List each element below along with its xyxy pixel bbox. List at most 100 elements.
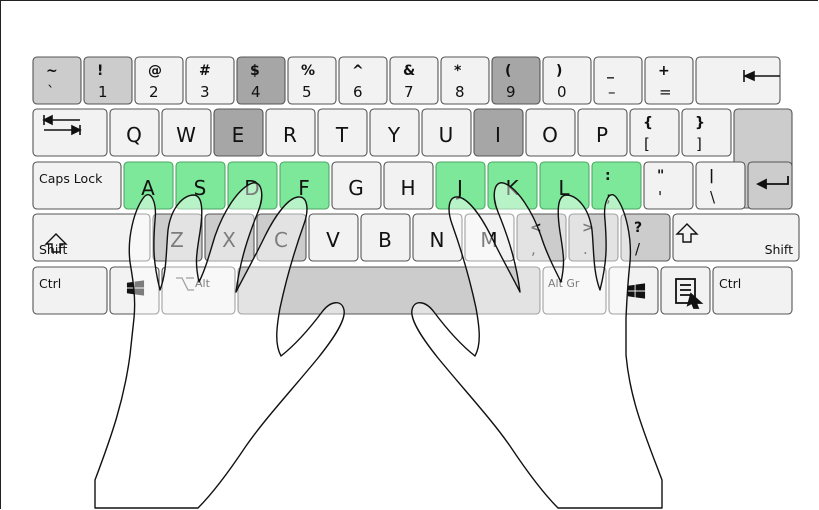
- key-w[interactable]: W: [161, 108, 212, 157]
- key-minus[interactable]: _–: [593, 56, 643, 105]
- key-period-top-label: >: [582, 220, 594, 236]
- key-slash-top-label: ?: [634, 220, 642, 236]
- key-l[interactable]: L: [539, 161, 590, 210]
- key-comma-top-label: <: [530, 220, 542, 236]
- key-c[interactable]: C: [256, 213, 307, 262]
- key-quote-top-label: ": [657, 168, 664, 184]
- key-6[interactable]: ^6: [338, 56, 388, 105]
- key-tilde[interactable]: ~`: [32, 56, 82, 105]
- key-rbracket-bottom-label: ]: [696, 135, 702, 153]
- key-b-label: B: [378, 228, 392, 252]
- key-enter-arrow[interactable]: [747, 161, 793, 210]
- key-3-top-label: #: [199, 63, 211, 79]
- key-ctrl-right[interactable]: Ctrl: [712, 266, 793, 315]
- key-i-cap: [473, 108, 524, 157]
- key-9[interactable]: (9: [491, 56, 541, 105]
- key-rbracket[interactable]: }]: [681, 108, 732, 157]
- right-hand-outline: [411, 182, 663, 509]
- key-tilde-top-label: ~: [46, 63, 58, 79]
- left-hand-outline: [94, 182, 345, 509]
- key-1[interactable]: !1: [83, 56, 133, 105]
- key-quote-cap: [643, 161, 694, 210]
- key-5-cap: [287, 56, 337, 105]
- key-n[interactable]: N: [412, 213, 463, 262]
- key-x[interactable]: X: [204, 213, 255, 262]
- key-backspace[interactable]: [695, 56, 781, 105]
- key-f[interactable]: F: [279, 161, 330, 210]
- key-rbracket-cap: [681, 108, 732, 157]
- key-space[interactable]: [237, 266, 541, 315]
- key-3-cap: [185, 56, 235, 105]
- key-enter-arrow-cap: [747, 161, 793, 210]
- key-equals-top-label: +: [658, 63, 670, 79]
- key-f-label: F: [298, 176, 310, 200]
- key-2[interactable]: @2: [134, 56, 184, 105]
- key-e[interactable]: E: [213, 108, 264, 157]
- key-quote[interactable]: "': [643, 161, 694, 210]
- key-y[interactable]: Y: [369, 108, 420, 157]
- key-m[interactable]: M: [464, 213, 515, 262]
- key-backslash-bottom-label: \: [710, 188, 716, 206]
- key-7[interactable]: &7: [389, 56, 439, 105]
- key-caps-lock[interactable]: Caps Lock: [32, 161, 122, 210]
- key-o[interactable]: O: [525, 108, 576, 157]
- key-u-cap: [421, 108, 472, 157]
- key-ctrl-left-label: Ctrl: [39, 276, 61, 291]
- key-backslash-cap: [695, 161, 746, 210]
- key-y-cap: [369, 108, 420, 157]
- key-slash[interactable]: ?/: [620, 213, 671, 262]
- key-backspace-cap: [695, 56, 781, 105]
- key-s-label: S: [194, 176, 207, 200]
- key-minus-bottom-label: –: [608, 83, 616, 101]
- key-h-label: H: [400, 176, 415, 200]
- key-r-cap: [265, 108, 316, 157]
- key-minus-cap: [593, 56, 643, 105]
- key-q[interactable]: Q: [109, 108, 160, 157]
- key-altgr-label: Alt Gr: [548, 277, 580, 290]
- key-4[interactable]: $4: [236, 56, 286, 105]
- key-0-top-label: ): [556, 63, 562, 79]
- key-g-label: G: [348, 176, 364, 200]
- key-z[interactable]: Z: [152, 213, 203, 262]
- key-u[interactable]: U: [421, 108, 472, 157]
- key-equals-bottom-label: =: [659, 83, 672, 101]
- key-p[interactable]: P: [577, 108, 628, 157]
- key-w-cap: [161, 108, 212, 157]
- key-j[interactable]: J: [435, 161, 486, 210]
- key-lbracket-cap: [629, 108, 680, 157]
- key-backslash[interactable]: |\: [695, 161, 746, 210]
- key-equals[interactable]: +=: [644, 56, 694, 105]
- key-h[interactable]: H: [383, 161, 434, 210]
- key-0[interactable]: )0: [542, 56, 592, 105]
- key-a[interactable]: A: [123, 161, 174, 210]
- key-x-label: X: [222, 228, 236, 252]
- key-shift-left[interactable]: Shift: [32, 213, 151, 262]
- key-lbracket[interactable]: {[: [629, 108, 680, 157]
- alt-symbol-icon: [176, 277, 194, 291]
- key-r[interactable]: R: [265, 108, 316, 157]
- key-y-label: Y: [387, 123, 401, 147]
- key-s[interactable]: S: [175, 161, 226, 210]
- key-b[interactable]: B: [360, 213, 411, 262]
- key-shift-right[interactable]: Shift: [672, 213, 800, 262]
- key-ctrl-left[interactable]: Ctrl: [32, 266, 108, 315]
- key-g[interactable]: G: [331, 161, 382, 210]
- key-backslash-top-label: |: [709, 168, 714, 184]
- key-2-cap: [134, 56, 184, 105]
- key-equals-cap: [644, 56, 694, 105]
- key-t[interactable]: T: [317, 108, 368, 157]
- key-caps-lock-cap: [32, 161, 122, 210]
- key-m-cap: [464, 213, 515, 262]
- key-i-label: I: [495, 123, 501, 147]
- key-v[interactable]: V: [308, 213, 359, 262]
- key-3[interactable]: #3: [185, 56, 235, 105]
- key-5[interactable]: %5: [287, 56, 337, 105]
- key-f-cap: [279, 161, 330, 210]
- key-t-cap: [317, 108, 368, 157]
- key-d[interactable]: D: [227, 161, 278, 210]
- key-i[interactable]: I: [473, 108, 524, 157]
- key-8[interactable]: *8: [440, 56, 490, 105]
